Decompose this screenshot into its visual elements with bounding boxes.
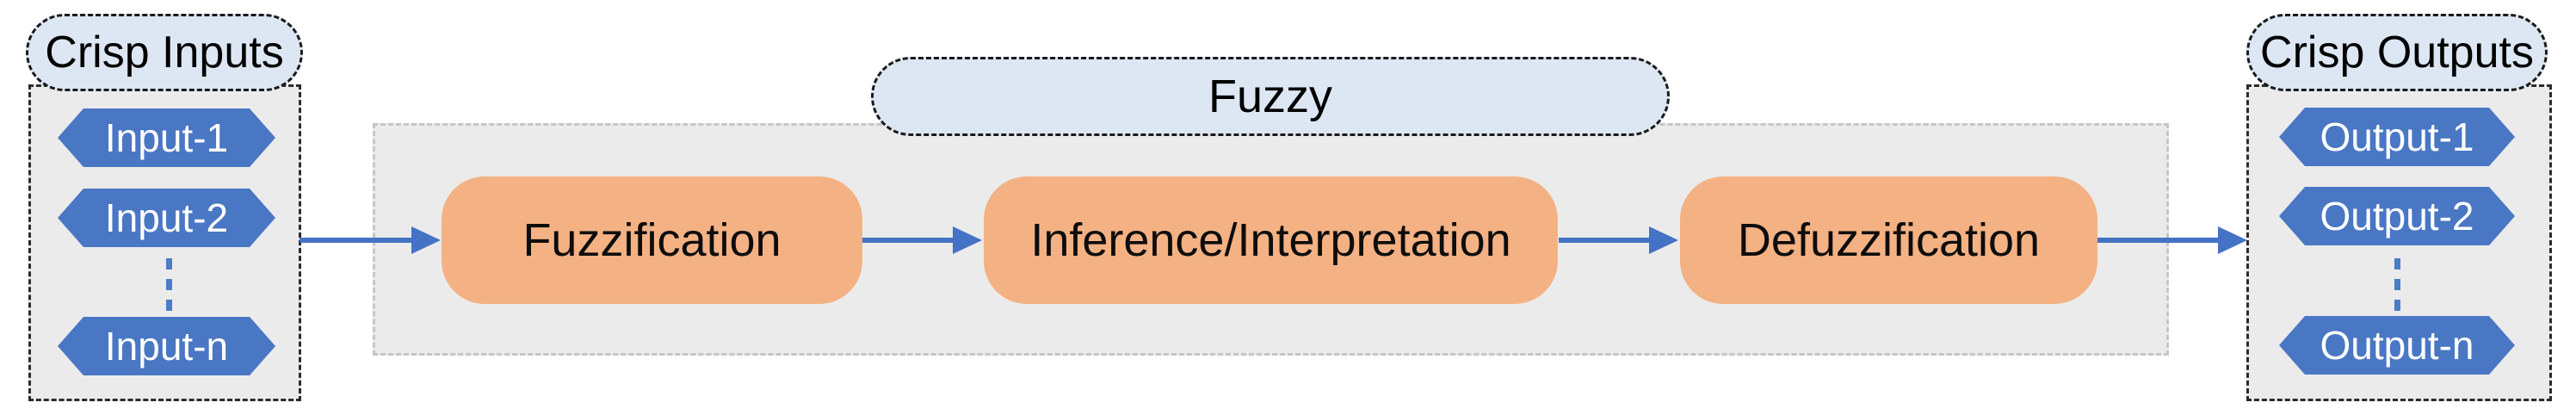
outputs-ellipsis-connector xyxy=(2394,258,2400,312)
fuzzy-title-capsule: Fuzzy xyxy=(871,57,1670,136)
defuzzification-box: Defuzzification xyxy=(1680,177,2097,304)
output-1-label: Output-1 xyxy=(2320,115,2474,159)
arrow-shaft xyxy=(862,238,956,243)
arrow-shaft xyxy=(1559,238,1652,243)
arrow-head-icon xyxy=(953,226,982,254)
output-n-node: Output-n xyxy=(2279,316,2515,375)
input-1-node: Input-1 xyxy=(58,108,275,167)
arrow-shaft xyxy=(300,238,415,243)
input-2-node: Input-2 xyxy=(58,189,275,247)
arrow-head-icon xyxy=(2218,226,2247,254)
input-2-label: Input-2 xyxy=(104,195,229,240)
output-2-label: Output-2 xyxy=(2320,194,2474,238)
input-n-label: Input-n xyxy=(104,324,229,369)
crisp-inputs-title-capsule: Crisp Inputs xyxy=(26,14,303,91)
arrow-shaft xyxy=(2097,238,2221,243)
input-n-node: Input-n xyxy=(58,317,275,375)
input-1-label: Input-1 xyxy=(104,115,229,160)
defuzzification-label: Defuzzification xyxy=(1737,214,2041,266)
fuzzy-title: Fuzzy xyxy=(1208,71,1333,122)
arrow-head-icon xyxy=(1649,226,1678,254)
fuzzification-label: Fuzzification xyxy=(522,214,781,266)
output-1-node: Output-1 xyxy=(2279,108,2515,166)
arrow-head-icon xyxy=(411,226,441,254)
output-n-label: Output-n xyxy=(2320,323,2474,368)
inference-interpretation-label: Inference/Interpretation xyxy=(1030,214,1511,266)
inference-interpretation-box: Inference/Interpretation xyxy=(984,177,1558,304)
output-2-node: Output-2 xyxy=(2279,187,2515,245)
crisp-outputs-title-capsule: Crisp Outputs xyxy=(2246,14,2548,91)
crisp-inputs-title: Crisp Inputs xyxy=(45,28,284,77)
inputs-ellipsis-connector xyxy=(166,258,172,313)
fuzzification-box: Fuzzification xyxy=(442,177,862,304)
crisp-outputs-title: Crisp Outputs xyxy=(2260,28,2534,77)
